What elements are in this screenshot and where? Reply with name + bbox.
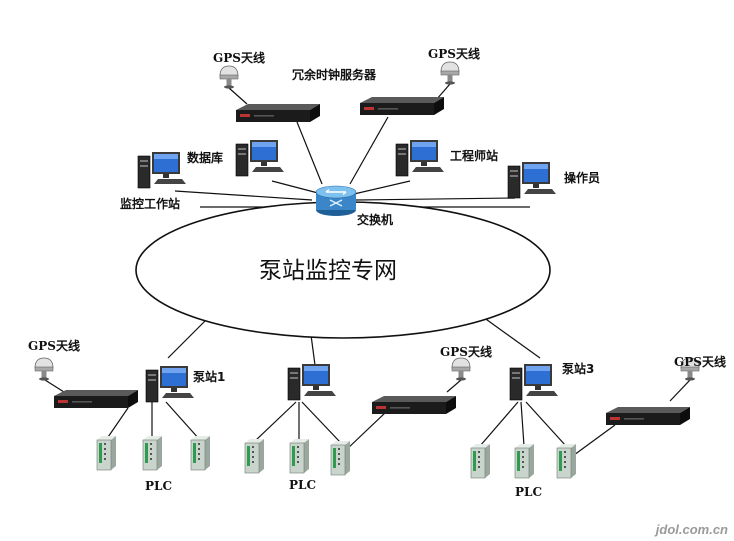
- operator-label: 操作员: [564, 170, 600, 185]
- plc-station3-a: [470, 443, 491, 479]
- pump-station1-pc: [145, 365, 195, 403]
- redundant-server-label: 冗余时钟服务器: [292, 67, 377, 82]
- plc-station2-b: [289, 438, 310, 474]
- database-pc: [235, 139, 285, 177]
- monitor-station-pc: [137, 151, 187, 189]
- operator-pc: [507, 161, 557, 199]
- clock-server-station3: [606, 407, 690, 425]
- plc-station1-b: [142, 435, 163, 471]
- switch-label: 交换机: [357, 212, 393, 227]
- database-label: 数据库: [187, 150, 223, 165]
- plc-station1-c: [190, 435, 211, 471]
- gps-antenna-station1: [34, 357, 54, 382]
- gps-label-station1: GPS天线: [28, 338, 80, 353]
- gps-label-station2: GPS天线: [440, 344, 492, 359]
- plc-station3-c: [556, 443, 577, 479]
- plc-station2-c: [330, 440, 351, 476]
- watermark: jdol.com.cn: [654, 522, 728, 537]
- plc-label-station3: PLC: [515, 485, 542, 499]
- pump-station3-label: 泵站3: [562, 361, 594, 376]
- plc-label-station2: PLC: [289, 478, 316, 492]
- network-label: 泵站监控专网: [259, 258, 397, 284]
- pump-station3-pc: [509, 363, 559, 401]
- plc-station3-b: [514, 443, 535, 479]
- plc-station2-a: [244, 438, 265, 474]
- switch-icon: [315, 185, 357, 216]
- plc-label-station1: PLC: [145, 479, 172, 493]
- engineer-station-pc: [395, 139, 445, 177]
- gps-label-station3: GPS天线: [674, 354, 726, 369]
- connection-lines: [44, 83, 691, 456]
- gps-label-top-right: GPS天线: [428, 46, 480, 61]
- clock-server-left: [236, 104, 320, 122]
- gps-antenna-station2: [451, 357, 471, 382]
- gps-label-top-left: GPS天线: [213, 50, 265, 65]
- plc-station1-a: [96, 435, 117, 471]
- engineer-station-label: 工程师站: [450, 148, 498, 163]
- monitor-station-label: 监控工作站: [120, 196, 180, 211]
- pump-station2-pc: [287, 363, 337, 401]
- clock-server-station2: [372, 396, 456, 414]
- clock-server-right: [360, 97, 444, 115]
- gps-antenna-top-left: [219, 65, 239, 90]
- gps-antenna-top-right: [440, 61, 460, 86]
- pump-station1-label: 泵站1: [193, 369, 225, 384]
- clock-server-station1: [54, 390, 138, 408]
